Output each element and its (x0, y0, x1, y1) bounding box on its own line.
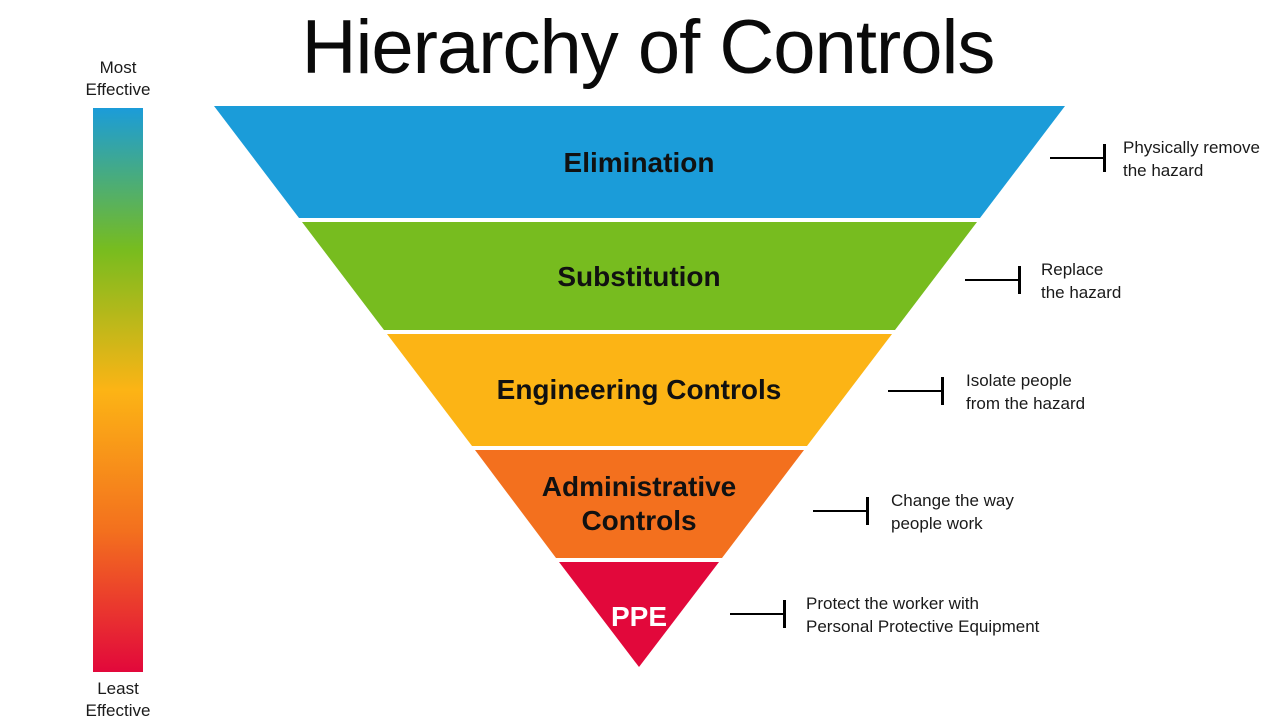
layer-label-administrative-controls: Administrative Controls (541, 471, 737, 536)
annotation-elimination: Physically remove the hazard (1123, 138, 1260, 180)
layer-label-ppe: PPE (610, 601, 668, 632)
effectiveness-gradient-bar (93, 108, 143, 672)
connector-tick-ppe (783, 600, 786, 628)
page-title: Hierarchy of Controls (301, 5, 996, 90)
annotation-administrative-controls: Change the way people work (891, 491, 1014, 533)
connector-tick-administrative-controls (866, 497, 869, 525)
connector-line-elimination (1050, 157, 1105, 159)
layer-elimination-shape (214, 106, 1065, 218)
most-effective-label: Most Effective (85, 58, 151, 99)
least-effective-label: Least Effective (85, 679, 151, 720)
connector-line-engineering-controls (888, 390, 943, 392)
connector-line-ppe (730, 613, 785, 615)
connector-tick-engineering-controls (941, 377, 944, 405)
connector-line-substitution (965, 279, 1020, 281)
layer-ppe-shape (559, 562, 719, 667)
layer-label-elimination: Elimination (563, 147, 715, 178)
layer-engineering-controls-shape (387, 334, 892, 446)
layer-administrative-controls-shape (475, 450, 804, 558)
connector-tick-elimination (1103, 144, 1106, 172)
connector-line-administrative-controls (813, 510, 868, 512)
layer-substitution-shape (302, 222, 977, 330)
layer-label-substitution: Substitution (557, 261, 721, 292)
layer-label-engineering-controls: Engineering Controls (496, 374, 782, 405)
annotation-engineering-controls: Isolate people from the hazard (966, 371, 1086, 413)
connector-tick-substitution (1018, 266, 1021, 294)
annotation-substitution: Replace the hazard (1041, 260, 1122, 302)
annotation-ppe: Protect the worker with Personal Protect… (806, 594, 1040, 636)
